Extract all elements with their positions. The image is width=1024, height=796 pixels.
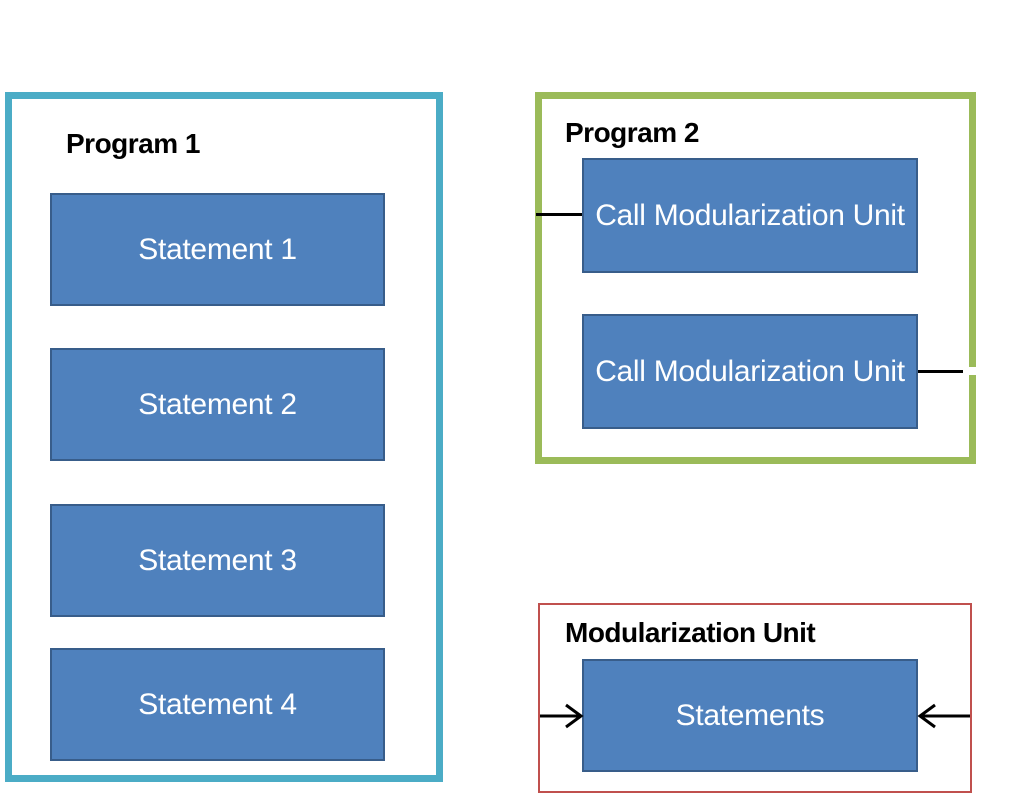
program-2-title: Program 2	[565, 117, 700, 148]
left-arrow-icon	[540, 703, 584, 729]
modularization-unit-title: Modularization Unit	[565, 617, 816, 648]
statement-3-box: Statement 3	[50, 504, 385, 617]
right-arrow-icon	[917, 703, 970, 729]
statement-1-box: Statement 1	[50, 193, 385, 306]
statements-box: Statements	[582, 659, 918, 772]
call-modularization-unit-box-1: Call Modularization Unit	[582, 158, 918, 273]
statement-4-box: Statement 4	[50, 648, 385, 761]
call-modularization-unit-box-2: Call Modularization Unit	[582, 314, 918, 429]
call-1-connector	[536, 213, 582, 216]
call-2-connector	[918, 370, 964, 373]
program-1-title: Program 1	[66, 128, 201, 159]
statement-2-box: Statement 2	[50, 348, 385, 461]
frame-gap	[963, 367, 977, 375]
